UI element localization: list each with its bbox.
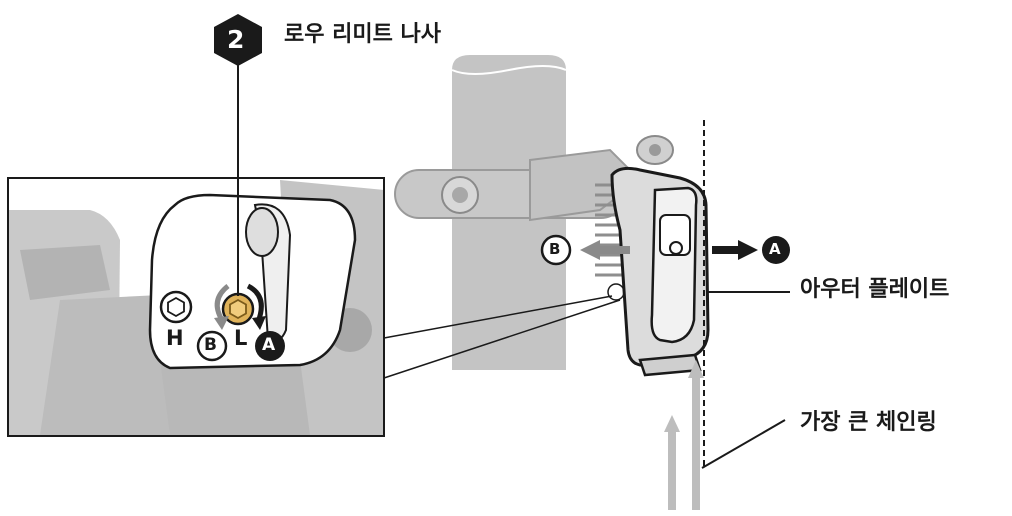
marker-b-inset: B [204, 335, 217, 355]
chainring-leader [701, 419, 786, 469]
chain-line-arrows [664, 360, 704, 510]
marker-b-main: B [549, 240, 561, 258]
outer-plate-label: 아우터 플레이트 [800, 277, 950, 302]
rotate-arrow-b [214, 284, 230, 322]
step-number: 2 [227, 25, 245, 54]
marker-a-main: A [769, 240, 781, 258]
marker-a-main-circle [762, 236, 790, 264]
zoom-origin [607, 283, 625, 301]
h-screw [159, 290, 193, 324]
arrow-direction-b [580, 240, 630, 260]
marker-a-inset-circle [255, 331, 285, 361]
largest-chainring-label: 가장 큰 체인링 [800, 410, 937, 435]
marker-b-main-circle [540, 234, 572, 266]
marker-b-inset-circle [196, 330, 228, 362]
step-title: 로우 리미트 나사 [284, 22, 441, 47]
h-screw-label: H [166, 326, 184, 350]
l-screw-label: L [234, 326, 248, 350]
step-badge [214, 14, 262, 66]
chain-cage [610, 166, 710, 377]
arrow-direction-a [712, 240, 758, 260]
marker-a-inset: A [262, 335, 276, 355]
inset-detail-panel [7, 177, 385, 437]
derailleur-arm [394, 135, 674, 277]
zoom-lines [383, 295, 621, 379]
